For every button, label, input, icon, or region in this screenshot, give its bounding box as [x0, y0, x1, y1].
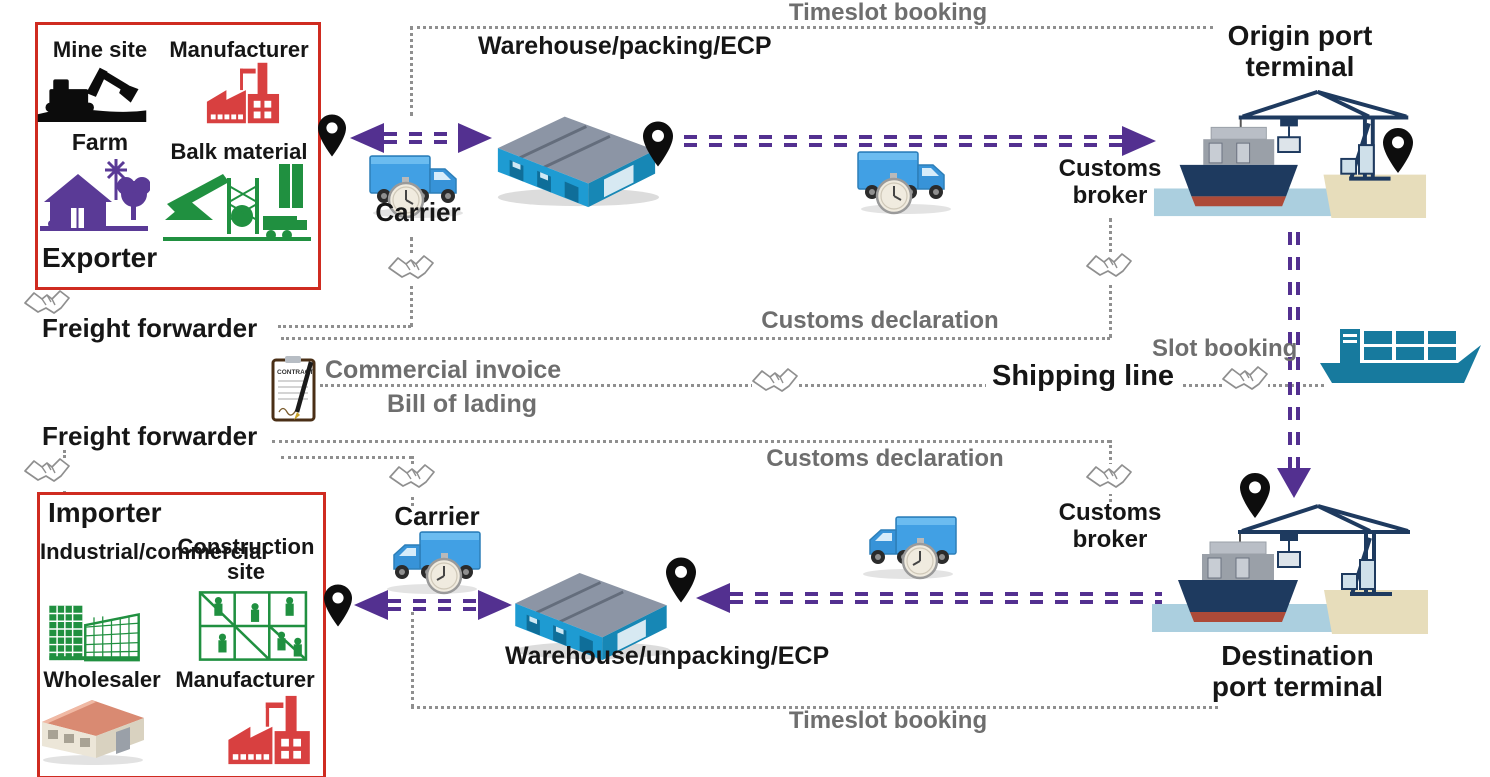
- importer-title: Importer: [48, 497, 162, 528]
- wholesaler-label: Wholesaler: [43, 667, 161, 692]
- timeslot-booking-line-top: [410, 26, 1213, 29]
- manufacturer-top-label: Manufacturer: [169, 37, 309, 62]
- location-pin-warehouse-bottom: [666, 556, 696, 604]
- handshake-icon-shippingline-left: [752, 364, 798, 402]
- bill-of-lading-label: Bill of lading: [387, 390, 537, 418]
- handshake-icon-carrier-top: [388, 252, 434, 288]
- freight-forwarder-bottom-label: Freight forwarder: [42, 421, 258, 451]
- farm-label: Farm: [71, 129, 129, 155]
- destination-port-icon: [1152, 498, 1428, 638]
- construction-site-icon: [196, 588, 310, 664]
- industrial-commercial-label: Industrial/commercial: [40, 539, 268, 564]
- mine-site-icon: [36, 60, 148, 122]
- bulk-material-label: Balk material: [170, 139, 308, 164]
- forwarder-carrier-line-bottom: [281, 456, 412, 459]
- exporter-title: Exporter: [42, 242, 158, 273]
- warehouse-unpacking-label: Warehouse/unpacking/ECP: [505, 642, 830, 670]
- commercial-invoice-label: Commercial invoice: [325, 356, 562, 384]
- truck-icon-export-leg: [856, 146, 956, 218]
- exporter-box: [35, 22, 321, 290]
- industrial-commercial-icon: [44, 596, 144, 664]
- origin-port-label: Origin port terminal: [1227, 20, 1373, 83]
- slot-booking-label: Slot booking: [1152, 335, 1298, 362]
- bulk-material-icon: [163, 158, 311, 242]
- farm-icon: [38, 150, 150, 238]
- customs-broker-bottom-label: Customs broker: [1058, 499, 1162, 553]
- shipping-line-label: Shipping line: [986, 360, 1181, 393]
- forwarder-carrier-line-top: [278, 325, 411, 328]
- warehouse-packing-icon: [490, 98, 662, 210]
- arrow-exporter-warehouse: [350, 123, 492, 153]
- mine-site-label: Mine site: [52, 37, 148, 62]
- arrow-originport-destport-head: [1277, 468, 1311, 498]
- location-pin-importer: [324, 583, 352, 628]
- factory-icon-exporter: [203, 60, 281, 126]
- arrow-warehouse-originport: [684, 126, 1156, 156]
- handshake-icon-customs-top: [1086, 250, 1132, 286]
- arrow-originport-destport-line: [1288, 222, 1300, 470]
- shipping-line-vessel-icon: [1318, 320, 1483, 400]
- handshake-icon-slot-booking: [1222, 362, 1268, 400]
- location-pin-warehouse-top: [643, 120, 673, 168]
- handshake-icon-customs-bottom: [1086, 461, 1132, 497]
- customs-broker-top-label: Customs broker: [1058, 155, 1162, 209]
- carrier-top-label: Carrier: [375, 197, 461, 227]
- truck-icon-import-leg: [858, 508, 958, 586]
- timeslot-booking-bottom-label: Timeslot booking: [788, 707, 988, 734]
- customs-declaration-line-bottom: [272, 440, 1110, 443]
- timeslot-booking-line-bottom: [411, 706, 1218, 709]
- arrow-warehouse-importer: [354, 590, 512, 620]
- timeslot-booking-top-label: Timeslot booking: [788, 0, 988, 26]
- handshake-icon-carrier-bottom: [389, 461, 435, 497]
- contract-document-icon: CONTRACT: [270, 356, 320, 424]
- timeslot-top-elbow-line: [410, 26, 413, 116]
- wholesaler-icon: [40, 692, 146, 766]
- contract-text: CONTRACT: [277, 369, 313, 376]
- handshake-icon-importer: [24, 454, 70, 492]
- customs-declaration-top-label: Customs declaration: [761, 307, 999, 334]
- timeslot-bottom-elbow-line: [411, 612, 414, 707]
- carrier-bottom-truck-icon: [382, 526, 482, 598]
- shipping-contract-line: [320, 384, 1324, 387]
- destination-port-label: Destination port terminal: [1211, 640, 1384, 703]
- location-pin-origin-port: [1383, 127, 1413, 174]
- freight-forwarder-top-label: Freight forwarder: [42, 313, 258, 343]
- arrow-destport-warehouse: [696, 583, 1162, 613]
- manufacturer-bottom-label: Manufacturer: [175, 667, 315, 692]
- location-pin-exporter: [318, 113, 346, 158]
- carrier-bottom-label: Carrier: [394, 501, 480, 531]
- factory-icon-importer: [224, 690, 312, 770]
- construction-site-label: Construction site: [177, 534, 315, 584]
- customs-declaration-bottom-label: Customs declaration: [766, 445, 1004, 472]
- customs-declaration-line-top: [281, 337, 1110, 340]
- warehouse-packing-label: Warehouse/packing/ECP: [478, 32, 772, 60]
